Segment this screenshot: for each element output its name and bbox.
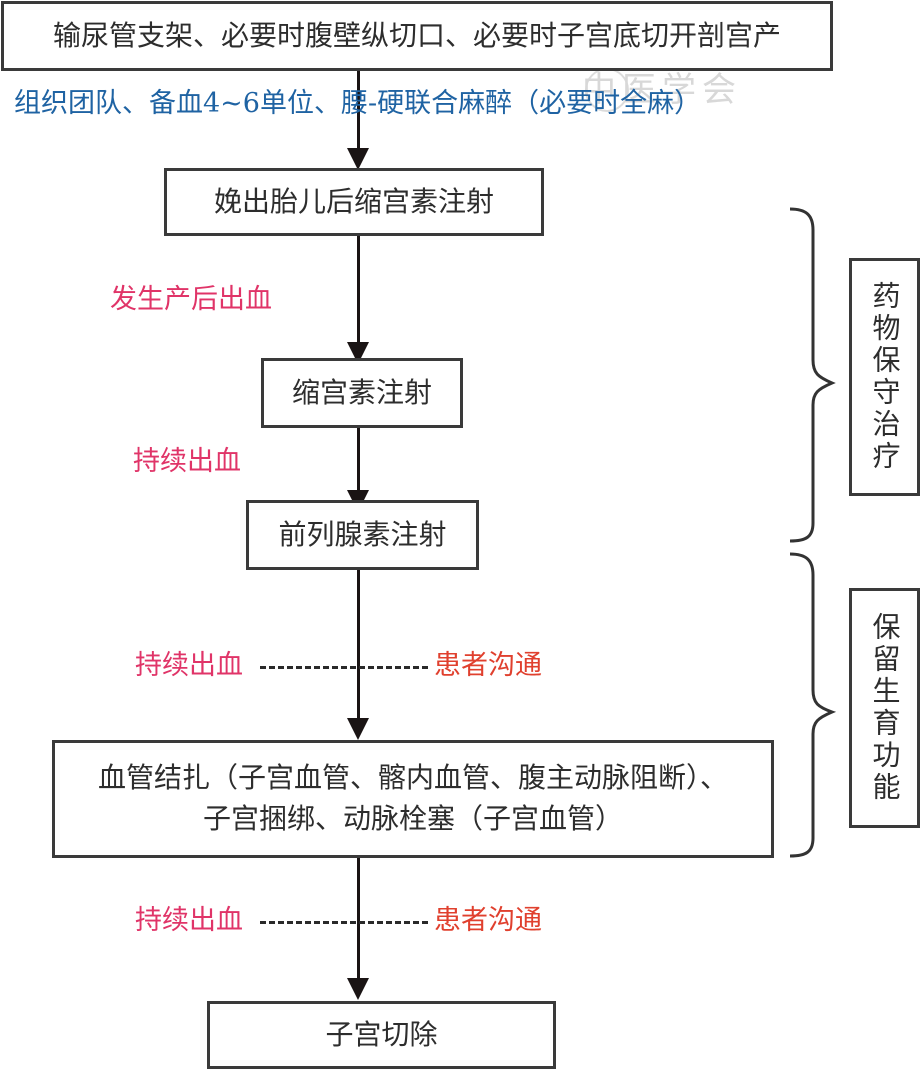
step-1-text: 娩出胎儿后缩宫素注射: [213, 184, 494, 218]
patient-communication-annotation-2: 患者沟通: [434, 905, 542, 936]
brace-path: [789, 552, 837, 858]
patient-communication-annotation-1: 患者沟通: [434, 650, 542, 681]
brace-drug-conservative: [789, 207, 836, 543]
brace-fertility-preservation: [789, 552, 837, 858]
step-2-box: 缩宫素注射: [261, 358, 463, 428]
arrow-down-icon: [347, 148, 369, 170]
group-drug-conservative-text: 药物保守治疗: [868, 281, 902, 473]
continued-bleeding-annotation-2: 持续出血: [135, 650, 243, 681]
continued-bleeding-annotation-3: 持续出血: [135, 905, 243, 936]
step-5-box: 子宫切除: [207, 1001, 556, 1069]
arrow-down-icon: [347, 718, 369, 740]
step-3-box: 前列腺素注射: [246, 500, 479, 570]
dashed-connector-2: [260, 921, 428, 924]
step-4-box: 血管结扎（子宫血管、髂内血管、腹主动脉阻断）、 子宫捆绑、动脉栓塞（子宫血管）: [52, 740, 774, 858]
step-4-text-line-2: 子宫捆绑、动脉栓塞（子宫血管）: [202, 802, 623, 835]
step-top-box: 输尿管支架、必要时腹壁纵切口、必要时子宫底切开剖宫产: [1, 1, 833, 71]
step-2-text: 缩宫素注射: [291, 375, 432, 409]
group-drug-conservative-box: 药物保守治疗: [849, 258, 920, 496]
step-5-text: 子宫切除: [325, 1017, 438, 1051]
connector-line-2: [357, 236, 360, 348]
connector-line-4: [357, 570, 360, 720]
watermark: 中医学会: [582, 70, 742, 110]
continued-bleeding-annotation-1: 持续出血: [133, 446, 241, 477]
connector-line-3: [357, 428, 360, 500]
step-top-text: 输尿管支架、必要时腹壁纵切口、必要时子宫底切开剖宫产: [52, 18, 781, 52]
group-fertility-preservation-text: 保留生育功能: [868, 612, 902, 804]
step-4-text-line-1: 血管结扎（子宫血管、髂内血管、腹主动脉阻断）、: [97, 761, 728, 795]
pph-occurs-annotation: 发生产后出血: [110, 284, 272, 315]
preparation-annotation: 组织团队、备血4~6单位、腰-硬联合麻醉（必要时全麻）: [14, 88, 702, 119]
step-1-box: 娩出胎儿后缩宫素注射: [164, 168, 544, 236]
arrow-down-icon: [347, 978, 369, 1000]
brace-path: [789, 207, 836, 543]
step-3-text: 前列腺素注射: [278, 517, 447, 551]
dashed-connector-1: [260, 666, 428, 669]
connector-line-1: [357, 71, 360, 153]
group-fertility-preservation-box: 保留生育功能: [849, 588, 920, 828]
